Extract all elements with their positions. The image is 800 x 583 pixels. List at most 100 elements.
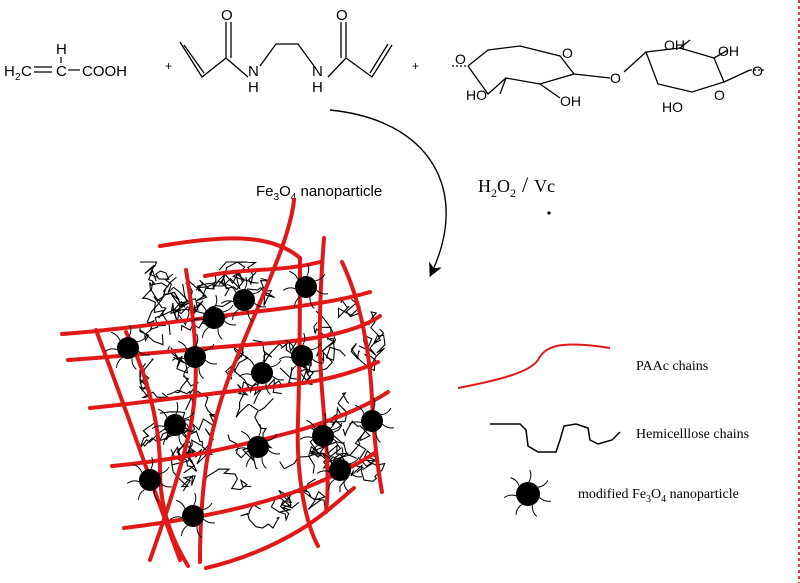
ligand-tail <box>203 518 216 524</box>
ligand-tail <box>205 359 218 365</box>
ligand-tail <box>265 383 271 395</box>
ligand-tail <box>204 343 215 352</box>
ligand-tail <box>306 419 316 429</box>
ligand-tail <box>382 423 395 429</box>
ligand-tail <box>220 300 234 304</box>
modified-nanoparticle <box>171 333 218 379</box>
ligand-tail <box>359 430 367 441</box>
ligand-tail <box>137 334 148 343</box>
hemicellulose-chain <box>218 261 258 286</box>
legend-paac-line <box>457 343 611 389</box>
ligand-tail <box>247 310 253 322</box>
ligand-tail <box>180 525 188 536</box>
ligand-tail <box>190 318 204 322</box>
xylan-oh-1: OH <box>560 93 581 109</box>
xylan-oh-2: OH <box>664 37 685 53</box>
mba-structure <box>179 22 393 78</box>
ligand-tail <box>231 309 239 320</box>
hemicellulose-chain <box>270 495 292 522</box>
ligand-tail <box>282 287 296 291</box>
plus-sign-2: + <box>412 59 419 73</box>
legend-nanoparticle-icon <box>503 469 552 517</box>
hemicellulose-chain <box>166 374 200 396</box>
ligand-tail <box>224 320 237 326</box>
ligand-tail <box>316 289 329 295</box>
ligand-tail <box>537 480 549 488</box>
ligand-tail <box>104 348 118 352</box>
ligand-tail <box>268 449 281 455</box>
xylan-o-left: O <box>455 51 466 67</box>
ligand-tail <box>285 339 295 349</box>
ligand-tail <box>115 357 123 368</box>
legend-hemicellulose-line <box>490 423 621 453</box>
hemicellulose-chain <box>204 468 252 491</box>
ligand-tail <box>515 503 523 515</box>
ligand-tail <box>126 480 140 484</box>
ligand-tail <box>217 328 223 340</box>
modified-nanoparticle <box>238 349 285 395</box>
hemicellulose-tangle <box>138 261 386 529</box>
ligand-tail <box>289 365 297 376</box>
acrylic-h-top: H <box>56 41 67 58</box>
legend-modified-label: modified Fe3O4 nanoparticle <box>578 487 739 505</box>
ligand-tail <box>182 366 190 377</box>
ligand-tail <box>350 472 363 478</box>
ligand-tail <box>171 357 185 361</box>
ligand-tail <box>150 456 154 470</box>
nanoparticle-core <box>247 436 269 458</box>
ligand-tail <box>198 367 204 379</box>
mba-o-right: O <box>336 7 348 24</box>
hemicellulose-chain <box>235 384 259 418</box>
ligand-tail <box>245 456 253 467</box>
acrylic-c1: C <box>21 63 32 80</box>
hemicellulose-chain <box>329 392 350 426</box>
paac-chain <box>295 256 320 548</box>
hemicellulose-chain <box>147 268 167 319</box>
ligand-tail <box>175 401 179 415</box>
ligand-tail <box>306 263 310 277</box>
ligand-tail <box>332 422 343 431</box>
ligand-tail <box>262 349 266 363</box>
modified-nanoparticle <box>151 401 198 447</box>
nanoparticle-core <box>203 307 225 329</box>
ligand-tail <box>128 324 132 338</box>
acrylic-cooh: COOH <box>82 63 127 80</box>
hemicellulose-chain <box>313 310 337 349</box>
mba-h-left: H <box>248 79 259 96</box>
catalyst-label: Fe3O4 nanoparticle <box>256 183 382 203</box>
paac-chain <box>317 236 330 514</box>
hemicellulose-chain <box>350 343 376 372</box>
nanoparticle-core <box>312 425 334 447</box>
hemicellulose-chain <box>164 273 191 309</box>
ligand-tail <box>160 482 173 488</box>
ligand-tail <box>223 304 234 313</box>
ligand-tail <box>261 457 267 469</box>
ligand-tail <box>234 447 248 451</box>
paac-network <box>60 198 390 570</box>
hemicellulose-chain <box>350 460 386 482</box>
ligand-tail <box>111 331 121 341</box>
ligand-tail <box>355 404 365 414</box>
ligand-tail <box>528 469 532 483</box>
hydrogel-network <box>60 198 395 570</box>
legend-hemicellulose-label: Hemicelllose chains <box>636 427 749 442</box>
ligand-tail <box>197 301 207 311</box>
ligand-tail <box>349 456 360 465</box>
ligand-tail <box>539 497 552 502</box>
legend-nanoparticle <box>503 469 552 517</box>
ligand-tail <box>323 453 333 463</box>
ligand-tail <box>312 358 325 364</box>
ligand-tail <box>323 412 327 426</box>
paac-chain <box>94 328 182 562</box>
ligand-tail <box>311 342 322 351</box>
ligand-tail <box>202 502 213 511</box>
paac-chain <box>204 486 356 570</box>
ligand-tail <box>195 333 199 347</box>
mba-o-left: O <box>221 7 233 24</box>
xylan-link-o: O <box>610 70 621 86</box>
hemicellulose-chain <box>167 346 189 374</box>
ligand-tail <box>185 427 198 433</box>
acrylic-acid-structure: H 2 C C H COOH <box>4 41 127 83</box>
paac-chain <box>88 360 380 410</box>
